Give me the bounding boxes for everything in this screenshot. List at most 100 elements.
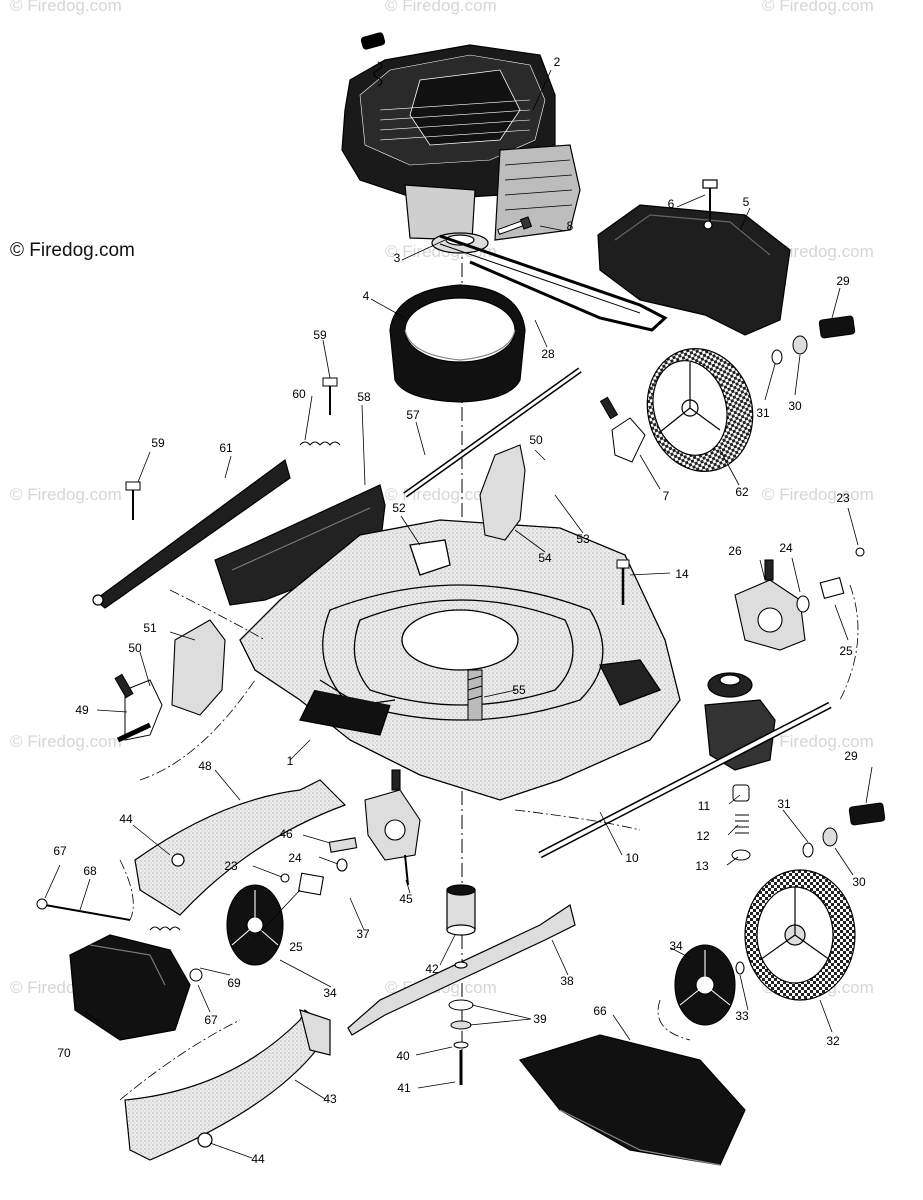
- part-number-59b: 59: [151, 436, 165, 450]
- spring-stack-11-13: [731, 784, 751, 861]
- watermark: © Firedog.com: [762, 485, 874, 504]
- part-number-39: 39: [533, 1012, 547, 1026]
- watermark: © Firedog.com: [385, 0, 497, 15]
- part-number-4: 4: [363, 289, 370, 303]
- gearbox: [538, 672, 832, 859]
- mulch-door: [518, 1034, 746, 1166]
- part-number-37: 37: [356, 927, 370, 941]
- part-number-26: 26: [728, 544, 742, 558]
- hubcap-left: [226, 884, 284, 966]
- cutting-blade: [347, 904, 576, 1036]
- height-bracket-left: [171, 619, 226, 716]
- part-number-29b: 29: [844, 749, 858, 763]
- part-number-67b: 67: [204, 1013, 218, 1027]
- watermark: © Firedog.com: [10, 485, 122, 504]
- part-number-48: 48: [198, 759, 212, 773]
- part-number-50: 50: [529, 433, 543, 447]
- part-number-66: 66: [593, 1004, 607, 1018]
- bolt: [497, 216, 533, 235]
- part-number-34b: 34: [669, 939, 683, 953]
- spindle-bolt: [467, 669, 483, 721]
- part-number-40: 40: [396, 1049, 410, 1063]
- gear-bracket-left: [280, 769, 421, 896]
- part-number-30b: 30: [852, 875, 866, 889]
- belt-cover: [597, 179, 791, 336]
- part-number-5: 5: [743, 195, 750, 209]
- part-number-32: 32: [826, 1034, 840, 1048]
- part-number-55: 55: [512, 683, 526, 697]
- part-number-30: 30: [788, 399, 802, 413]
- side-skirt-lower: [124, 1009, 331, 1161]
- height-bracket-right: [479, 444, 526, 541]
- gear-bracket-right: [734, 547, 865, 651]
- part-number-23: 23: [224, 859, 238, 873]
- part-number-31: 31: [756, 406, 770, 420]
- chute-spring-and-rod: [36, 898, 203, 982]
- baffle-ring: [389, 284, 526, 403]
- part-number-31b: 31: [777, 797, 791, 811]
- part-number-68: 68: [83, 864, 97, 878]
- part-number-51: 51: [143, 621, 157, 635]
- part-number-46: 46: [279, 827, 293, 841]
- side-skirt-upper: [134, 779, 347, 916]
- part-number-61: 61: [219, 441, 233, 455]
- part-number-24b: 24: [779, 541, 793, 555]
- pulley-and-belt: [431, 232, 668, 332]
- part-number-44: 44: [119, 812, 133, 826]
- part-number-59: 59: [313, 328, 327, 342]
- part-number-38: 38: [560, 974, 574, 988]
- blade-adapter: [446, 884, 476, 936]
- part-number-10: 10: [625, 851, 639, 865]
- mower-deck: [239, 519, 681, 801]
- part-number-33: 33: [735, 1009, 749, 1023]
- washers-30-31: [771, 315, 856, 365]
- part-number-43: 43: [323, 1092, 337, 1106]
- assembly-lines: [119, 584, 859, 1101]
- part-number-23b: 23: [836, 491, 850, 505]
- hinge-rod: [92, 459, 291, 609]
- height-lever-left: [114, 673, 163, 743]
- copyright-notice: © Firedog.com: [10, 240, 135, 261]
- part-number-44b: 44: [251, 1152, 265, 1166]
- part-number-58: 58: [357, 390, 371, 404]
- part-number-25b: 25: [839, 644, 853, 658]
- part-number-13: 13: [695, 859, 709, 873]
- part-number-34: 34: [323, 986, 337, 1000]
- part-number-60: 60: [292, 387, 306, 401]
- watermark: © Firedog.com: [762, 0, 874, 15]
- spring-and-bolts: [125, 377, 341, 520]
- adjuster-bracket: [599, 396, 646, 463]
- washers-lower-right: [802, 802, 886, 858]
- rear-wheel-right: [646, 348, 754, 472]
- leader-lines: [44, 69, 873, 1159]
- part-number-49: 49: [75, 703, 89, 717]
- part-number-45: 45: [399, 892, 413, 906]
- part-number-57: 57: [406, 408, 420, 422]
- bolt-14: [616, 559, 630, 605]
- front-wheel-right: [744, 869, 856, 1001]
- part-labels: 1234567810111213142323242425252628292930…: [53, 55, 866, 1166]
- part-number-2: 2: [554, 55, 561, 69]
- discharge-chute: [69, 934, 191, 1041]
- blade-hardware: [448, 999, 474, 1085]
- part-number-41: 41: [397, 1081, 411, 1095]
- part-number-7: 7: [663, 489, 670, 503]
- watermark: © Firedog.com: [10, 732, 122, 751]
- part-number-69: 69: [227, 976, 241, 990]
- rear-axle-rod: [403, 367, 582, 498]
- part-number-50b: 50: [128, 641, 142, 655]
- watermark: © Firedog.com: [762, 242, 874, 261]
- part-number-24: 24: [288, 851, 302, 865]
- watermark: © Firedog.com: [10, 0, 122, 15]
- part-number-25: 25: [289, 940, 303, 954]
- part-number-54: 54: [538, 551, 552, 565]
- part-number-62: 62: [735, 485, 749, 499]
- part-number-28: 28: [541, 347, 555, 361]
- part-number-8: 8: [567, 219, 574, 233]
- part-number-52: 52: [392, 501, 406, 515]
- part-number-3: 3: [394, 251, 401, 265]
- part-number-6: 6: [668, 197, 675, 211]
- part-number-1: 1: [287, 754, 294, 768]
